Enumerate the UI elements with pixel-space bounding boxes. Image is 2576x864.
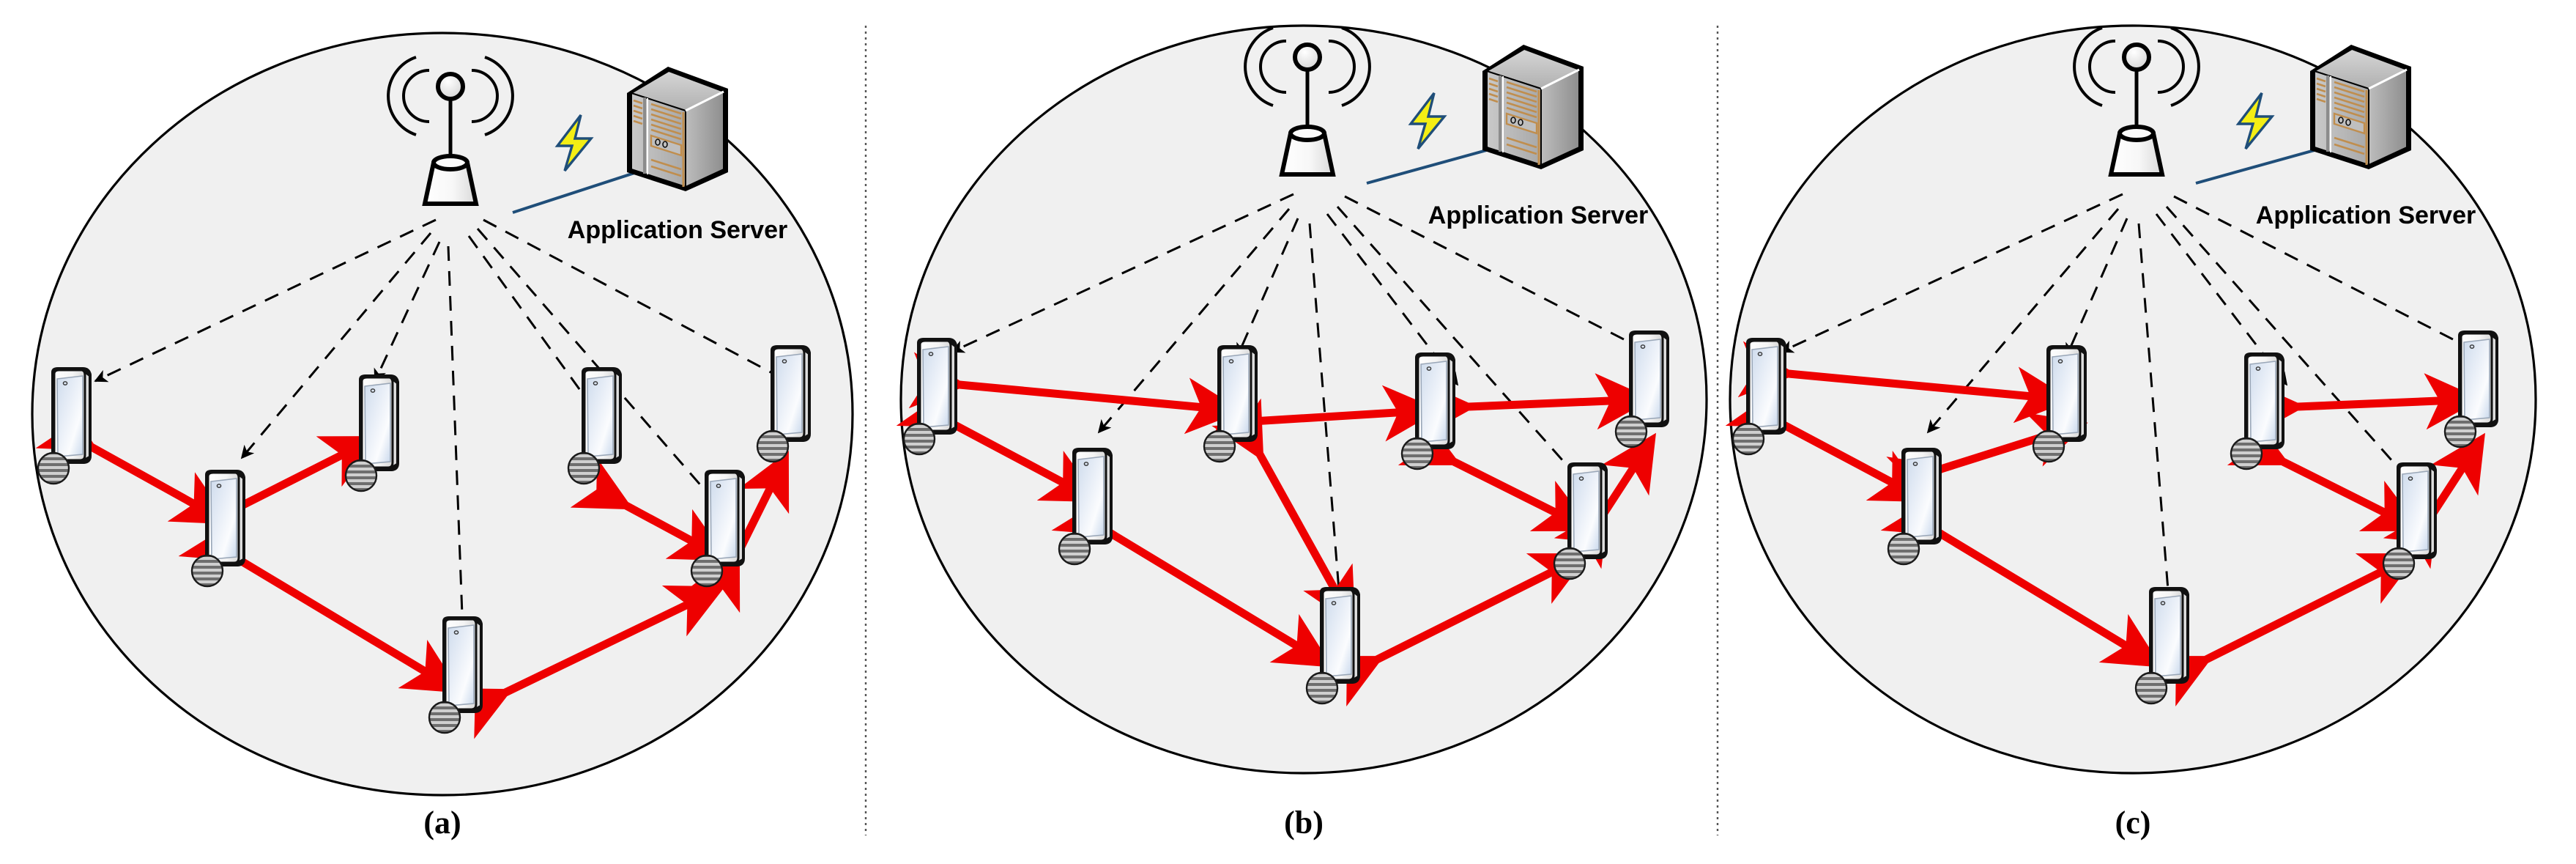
d2d-link xyxy=(185,436,379,553)
d2d-link xyxy=(2150,553,2419,706)
panel-label-b: (b) xyxy=(1284,805,1324,841)
panel-b: Application Server (b) xyxy=(896,24,1708,841)
application-server-icon-b xyxy=(1481,43,1585,171)
d2d-link xyxy=(178,508,461,693)
panel-label-c: (c) xyxy=(2115,805,2151,841)
panel-c: Application Server (c) xyxy=(1725,24,2537,841)
d2d-link xyxy=(1321,553,1589,706)
application-server-icon-a xyxy=(626,65,730,193)
d2d-link xyxy=(1419,373,1652,437)
d2d-links-c xyxy=(1725,341,2485,706)
panel-label-a: (a) xyxy=(423,805,461,841)
d2d-link xyxy=(1554,432,1656,569)
application-server-label-c: Application Server xyxy=(2256,202,2476,229)
application-server-icon-c xyxy=(2309,43,2413,171)
application-server-label-b: Application Server xyxy=(1428,202,1648,229)
d2d-link xyxy=(2383,432,2485,569)
d2d-link xyxy=(2248,373,2482,437)
d2d-link xyxy=(1880,481,2162,668)
application-server-label-a: Application Server xyxy=(568,216,787,244)
d2d-link xyxy=(449,586,725,739)
cellular-links-a xyxy=(94,218,789,635)
panel-a: Application Server (a) xyxy=(31,32,854,841)
cellular-links-c xyxy=(1780,193,2479,610)
